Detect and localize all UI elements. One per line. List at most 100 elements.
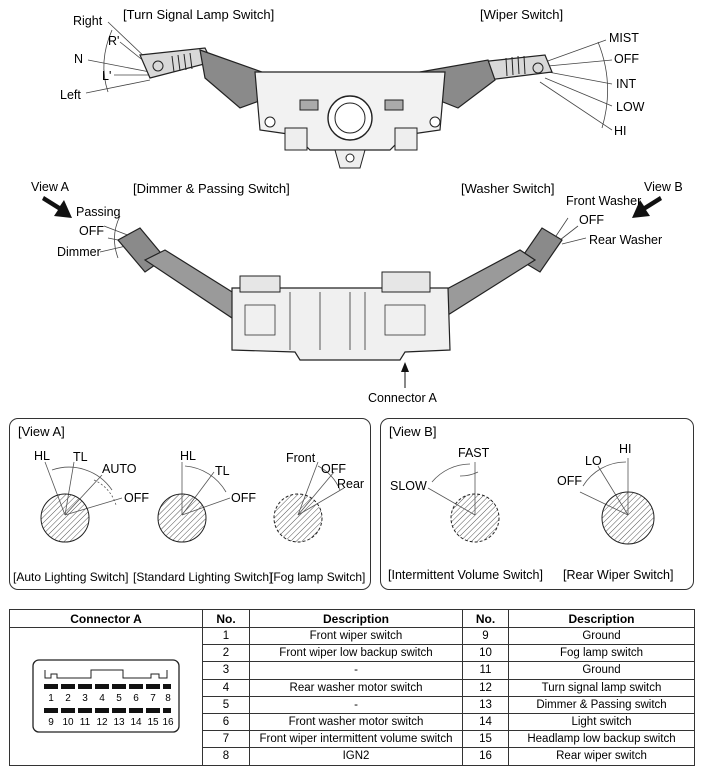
auto-lighting-caption: [Auto Lighting Switch] [13, 570, 129, 584]
pin-description: Rear wiper switch [508, 747, 695, 766]
pin-no: 4 [202, 678, 250, 697]
pin-description: Ground [508, 626, 695, 646]
pin-9: 9 [48, 717, 54, 728]
washer-pos-rear: Rear Washer [589, 233, 663, 247]
auto-label-auto: AUTO [102, 462, 137, 476]
pin-description: Ground [508, 661, 695, 680]
connector-a-table: Connector A No. Description No. Descript… [9, 609, 695, 766]
view-b-title: [View B] [389, 424, 437, 439]
pin-description: Front wiper low backup switch [249, 644, 463, 663]
pin-description: Fog lamp switch [508, 644, 695, 663]
washer-switch-title: [Washer Switch] [461, 181, 555, 196]
dimmer-pos-off: OFF [79, 224, 104, 238]
pin-no: 9 [462, 626, 509, 646]
header-desc-left: Description [249, 609, 463, 628]
table-row: 3 - 11 Ground [10, 661, 695, 680]
pin-no: 7 [202, 730, 250, 749]
view-a-dials [40, 461, 345, 543]
wiper-pos-int: INT [616, 77, 637, 91]
pin-description: Front wiper intermittent volume switch [249, 730, 463, 749]
pin-no: 12 [462, 678, 509, 697]
table-row: 5 - 13 Dimmer & Passing switch [10, 695, 695, 714]
pin-no: 13 [462, 695, 509, 714]
pin-no: 5 [202, 695, 250, 714]
wiper-pos-off: OFF [614, 52, 639, 66]
pin-no: 1 [202, 626, 250, 646]
standard-lighting-caption: [Standard Lighting Switch] [133, 570, 273, 584]
dimmer-passing-title: [Dimmer & Passing Switch] [133, 181, 290, 196]
header-desc-right: Description [508, 609, 695, 628]
pin-12: 12 [96, 717, 108, 728]
pin-no: 11 [462, 661, 509, 680]
std-label-hl: HL [180, 449, 196, 463]
pin-16: 16 [162, 717, 174, 728]
view-a-label: View A [31, 180, 69, 194]
table-row: 2 Front wiper low backup switch 10 Fog l… [10, 644, 695, 663]
wiper-switch-title: [Wiper Switch] [480, 7, 564, 22]
pin-6: 6 [133, 693, 139, 704]
pin-no: 6 [202, 712, 250, 732]
turn-pos-l-prime: L' [102, 69, 112, 83]
table-header-row: Connector A No. Description No. Descript… [9, 609, 695, 628]
std-label-tl: TL [215, 464, 230, 478]
washer-pos-off: OFF [579, 213, 604, 227]
table-row: 4 Rear washer motor switch 12 Turn signa… [10, 678, 695, 697]
connector-face-diagram: 1 2 3 4 5 6 7 8 9 10 11 12 13 14 [32, 659, 180, 733]
pin-no: 3 [202, 661, 250, 680]
view-b-panel [380, 418, 694, 590]
auto-label-tl: TL [73, 450, 88, 464]
pin-7: 7 [150, 693, 156, 704]
connector-a-label: Connector A [368, 391, 437, 405]
pin-description: Turn signal lamp switch [508, 678, 695, 697]
dimmer-pos-passing: Passing [76, 205, 121, 219]
turn-pos-r-prime: R' [108, 34, 120, 48]
table-row: 7 Front wiper intermittent volume switch… [10, 730, 695, 749]
pin-no: 15 [462, 730, 509, 749]
header-no-left: No. [202, 609, 250, 628]
header-connector: Connector A [9, 609, 203, 628]
pin-10: 10 [62, 717, 74, 728]
pin-description: Headlamp low backup switch [508, 730, 695, 749]
pin-description: IGN2 [249, 747, 463, 766]
auto-label-off: OFF [124, 491, 149, 505]
dimmer-pos-dimmer: Dimmer [57, 245, 101, 259]
wiper-pos-low: LOW [616, 100, 645, 114]
fog-label-rear: Rear [337, 477, 365, 491]
pin-13: 13 [113, 717, 125, 728]
fog-label-front: Front [286, 451, 316, 465]
pin-5: 5 [116, 693, 122, 704]
wiper-position-lines [539, 39, 613, 131]
pin-3: 3 [82, 693, 88, 704]
fog-label-off: OFF [321, 462, 346, 476]
table-row: 1 2 3 4 5 6 7 8 9 10 11 12 13 14 [9, 626, 695, 766]
rear-wiper-label-hi: HI [619, 442, 632, 456]
turn-signal-switch-title: [Turn Signal Lamp Switch] [123, 7, 275, 22]
fog-lamp-caption: [Fog lamp Switch] [270, 570, 366, 584]
table-row: 8 IGN2 16 Rear wiper switch [10, 747, 695, 766]
pin-description: Dimmer & Passing switch [508, 695, 695, 714]
pin-description: - [249, 661, 463, 680]
pin-no: 16 [462, 747, 509, 766]
view-b-dials [427, 458, 655, 545]
rear-wiper-label-lo: LO [585, 454, 602, 468]
pin-2: 2 [65, 693, 71, 704]
wiper-pos-hi: HI [614, 124, 627, 138]
pin-11: 11 [80, 717, 91, 728]
connector-face-cell: 1 2 3 4 5 6 7 8 9 10 11 12 13 14 [9, 627, 203, 766]
turn-pos-right: Right [73, 14, 103, 28]
pin-no: 10 [462, 644, 509, 663]
rear-wiper-label-off: OFF [557, 474, 582, 488]
turn-pos-left: Left [60, 88, 81, 102]
pin-description: Rear washer motor switch [249, 678, 463, 697]
pin-no: 14 [462, 712, 509, 732]
pin-description: Front wiper switch [249, 626, 463, 646]
switch-assembly-side-drawing [42, 196, 662, 388]
pin-no: 2 [202, 644, 250, 663]
view-b-arrow [632, 196, 662, 218]
intermittent-volume-caption: [Intermittent Volume Switch] [388, 568, 543, 582]
pin-description: - [249, 695, 463, 714]
switch-body-side [231, 287, 451, 361]
pin-1: 1 [48, 693, 54, 704]
intermittent-label-slow: SLOW [390, 479, 427, 493]
view-a-panel [9, 418, 371, 590]
